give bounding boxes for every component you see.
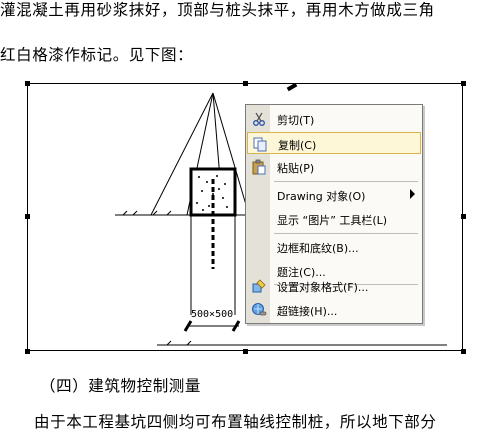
menu-item-cut[interactable]: 剪切(T) <box>247 108 421 130</box>
resize-handle-bottom-middle[interactable] <box>243 349 248 354</box>
menu-item-label: 边框和底纹(B)... <box>277 242 359 255</box>
menu-item-label: 设置对象格式(F)... <box>277 281 369 294</box>
format-object-icon <box>252 279 266 293</box>
menu-item-label: Drawing 对象(O) <box>277 190 366 203</box>
menu-item-hyperlink[interactable]: 超链接(H)... <box>247 299 421 321</box>
menu-item-label: 复制(C) <box>278 139 317 152</box>
scissors-icon <box>253 112 265 126</box>
menu-item-label: 剪切(T) <box>277 114 315 127</box>
resize-handle-top-middle[interactable] <box>243 81 248 86</box>
section-caption: （四）建筑物控制测量 <box>40 377 202 395</box>
menu-item-label: 显示 “图片” 工具栏(L) <box>277 214 388 227</box>
resize-handle-middle-left[interactable] <box>25 214 30 219</box>
menu-separator <box>274 181 418 182</box>
resize-handle-middle-right[interactable] <box>461 214 466 219</box>
menu-item-show-picture-toolbar[interactable]: 显示 “图片” 工具栏(L) <box>247 208 421 230</box>
dimension-label: 500×500 <box>191 309 233 320</box>
resize-handle-bottom-left[interactable] <box>25 349 30 354</box>
document-line-2: 红白格漆作标记。见下图： <box>0 46 194 64</box>
document-line-1: 灌混凝土再用砂浆抹好，顶部与桩头抹平，再用木方做成三角 <box>0 1 435 19</box>
menu-separator <box>274 284 418 285</box>
submenu-arrow-icon <box>410 189 415 199</box>
menu-item-label: 题注(C)... <box>277 266 326 279</box>
document-line-4: 由于本工程基坑四侧均可布置轴线控制桩，所以地下部分 <box>34 413 437 431</box>
menu-item-label: 超链接(H)... <box>277 305 338 318</box>
menu-item-paste[interactable]: 粘贴(P) <box>247 156 421 178</box>
hyperlink-icon <box>252 303 267 316</box>
menu-item-drawing-object[interactable]: Drawing 对象(O) <box>247 184 421 206</box>
menu-item-borders-shading[interactable]: 边框和底纹(B)... <box>247 236 421 258</box>
resize-handle-top-left[interactable] <box>25 81 30 86</box>
context-menu: 剪切(T) 复制(C) 粘贴(P) Drawing 对象(O) 显示 “图片” … <box>245 104 423 324</box>
menu-item-copy[interactable]: 复制(C) <box>247 132 421 154</box>
menu-item-caption[interactable]: 题注(C)... <box>247 260 421 282</box>
copy-icon <box>253 137 267 152</box>
survey-stake-drawing[interactable]: 500×500 <box>27 83 463 351</box>
paste-icon <box>252 159 266 175</box>
resize-handle-bottom-right[interactable] <box>461 349 466 354</box>
menu-separator <box>274 233 418 234</box>
menu-item-format-object[interactable]: 设置对象格式(F)... <box>247 275 421 297</box>
menu-item-label: 粘贴(P) <box>277 162 315 175</box>
resize-handle-top-right[interactable] <box>461 81 466 86</box>
